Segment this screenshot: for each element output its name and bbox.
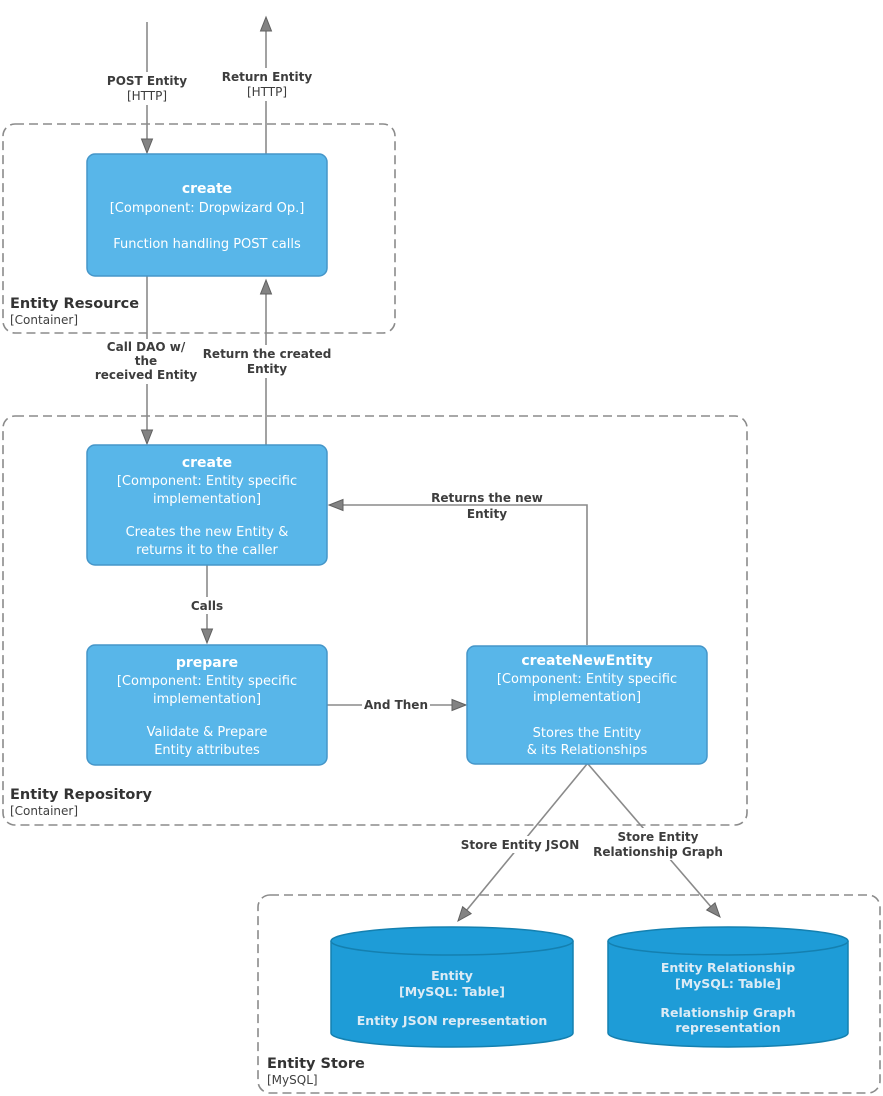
database-desc: Relationship Graph — [660, 1005, 795, 1020]
component-meta: implementation] — [533, 690, 641, 705]
arrowhead-down-left-icon — [457, 905, 473, 923]
container-title: Entity Store — [267, 1056, 365, 1072]
edge-return-entity: Return Entity [HTTP] — [217, 15, 317, 154]
edge-label-bg — [217, 68, 317, 101]
container-label-entity-store: Entity Store [MySQL] — [267, 1056, 365, 1087]
edge-label-store-graph: Store Entity — [617, 830, 698, 844]
edge-label-return-entity-protocol: [HTTP] — [247, 85, 287, 99]
container-label-entity-resource: Entity Resource [Container] — [10, 296, 139, 327]
database-entity-relationship: Entity Relationship [MySQL: Table] Relat… — [607, 926, 849, 1048]
component-desc: Creates the new Entity & — [126, 525, 289, 540]
edge-return-created: Return the created Entity — [203, 278, 332, 445]
container-type: [Container] — [10, 313, 78, 327]
component-meta: implementation] — [153, 692, 261, 707]
arrowhead-down-icon — [140, 429, 154, 446]
container-entity-resource — [2, 123, 396, 334]
edge-store-graph: Store Entity Relationship Graph — [587, 763, 724, 919]
edge-store-json: Store Entity JSON — [456, 763, 588, 923]
container-entity-repository — [2, 415, 748, 826]
component-title: create — [182, 455, 232, 471]
edge-label-bg — [96, 339, 196, 384]
database-meta: [MySQL: Table] — [399, 984, 505, 999]
component-title: prepare — [176, 655, 238, 671]
arrowhead-up-icon — [259, 278, 273, 295]
edge-call-dao: Call DAO w/ the received Entity — [95, 276, 197, 446]
database-meta: [MySQL: Table] — [675, 976, 781, 991]
component-desc: Validate & Prepare — [147, 725, 268, 740]
edge-label-post-entity: POST Entity — [107, 74, 187, 88]
component-desc: Stores the Entity — [533, 726, 642, 741]
component-title: create — [182, 181, 232, 197]
component-meta: [Component: Entity specific — [497, 672, 677, 687]
arrowhead-left-icon — [327, 498, 344, 512]
edge-label-return-created: Return the created — [203, 347, 332, 361]
component-repo-create: create [Component: Entity specific imple… — [86, 444, 328, 566]
arrowhead-right-icon — [451, 698, 468, 712]
arrowhead-down-icon — [200, 628, 214, 645]
edge-label-return-created: Entity — [247, 362, 287, 376]
edge-label-post-entity-protocol: [HTTP] — [127, 89, 167, 103]
edge-label-and-then: And Then — [364, 698, 428, 712]
container-title: Entity Repository — [10, 787, 153, 803]
database-title: Entity Relationship — [661, 960, 795, 975]
database-title: Entity — [431, 968, 473, 983]
edge-label-store-graph: Relationship Graph — [593, 845, 723, 859]
edge-label-call-dao: received Entity — [95, 368, 197, 382]
edge-label-bg — [103, 72, 191, 105]
container-label-entity-repository: Entity Repository [Container] — [10, 787, 153, 818]
container-entity-store — [257, 894, 881, 1094]
component-desc: & its Relationships — [527, 743, 648, 758]
edge-label-bg — [456, 836, 584, 853]
edge-label-bg — [362, 696, 430, 713]
edge-label-call-dao: Call DAO w/ — [107, 340, 186, 354]
edge-label-returns-new: Returns the new — [431, 491, 543, 505]
edge-label-bg — [429, 491, 545, 504]
edge-label-calls: Calls — [191, 599, 223, 613]
component-prepare: prepare [Component: Entity specific impl… — [86, 644, 328, 766]
container-title: Entity Resource — [10, 296, 139, 312]
component-meta: [Component: Entity specific — [117, 674, 297, 689]
arrowhead-down-icon — [140, 138, 154, 155]
container-type: [Container] — [10, 804, 78, 818]
component-desc: Function handling POST calls — [113, 237, 301, 252]
container-type: [MySQL] — [267, 1073, 318, 1087]
edge-label-returns-new: Entity — [467, 507, 507, 521]
component-title: createNewEntity — [521, 653, 652, 669]
component-meta: [Component: Entity specific — [117, 474, 297, 489]
edge-and-then: And Then — [327, 696, 468, 713]
edge-label-store-json: Store Entity JSON — [461, 838, 580, 852]
component-desc: Entity attributes — [154, 743, 260, 758]
edge-label-bg — [460, 507, 514, 520]
cylinder-top-icon — [607, 926, 849, 956]
edge-post-entity: POST Entity [HTTP] — [103, 22, 191, 155]
database-desc: representation — [675, 1020, 780, 1035]
edge-label-bg — [188, 597, 226, 614]
component-meta: implementation] — [153, 492, 261, 507]
arrowhead-down-right-icon — [705, 901, 721, 919]
edge-label-bg — [204, 345, 330, 378]
cylinder-top-icon — [330, 926, 574, 956]
database-entity: Entity [MySQL: Table] Entity JSON repres… — [330, 926, 574, 1048]
edge-label-call-dao: the — [135, 354, 157, 368]
component-desc: returns it to the caller — [136, 543, 278, 558]
arrowhead-up-icon — [259, 15, 273, 32]
component-create-new-entity: createNewEntity [Component: Entity speci… — [466, 645, 708, 765]
component-resource-create: create [Component: Dropwizard Op.] Funct… — [86, 153, 328, 277]
edge-returns-new: Returns the new Entity — [327, 491, 588, 645]
edge-label-bg — [592, 828, 724, 860]
edge-calls: Calls — [188, 565, 226, 645]
component-meta: [Component: Dropwizard Op.] — [110, 201, 305, 216]
database-desc: Entity JSON representation — [357, 1013, 547, 1028]
edge-label-return-entity: Return Entity — [222, 70, 313, 84]
